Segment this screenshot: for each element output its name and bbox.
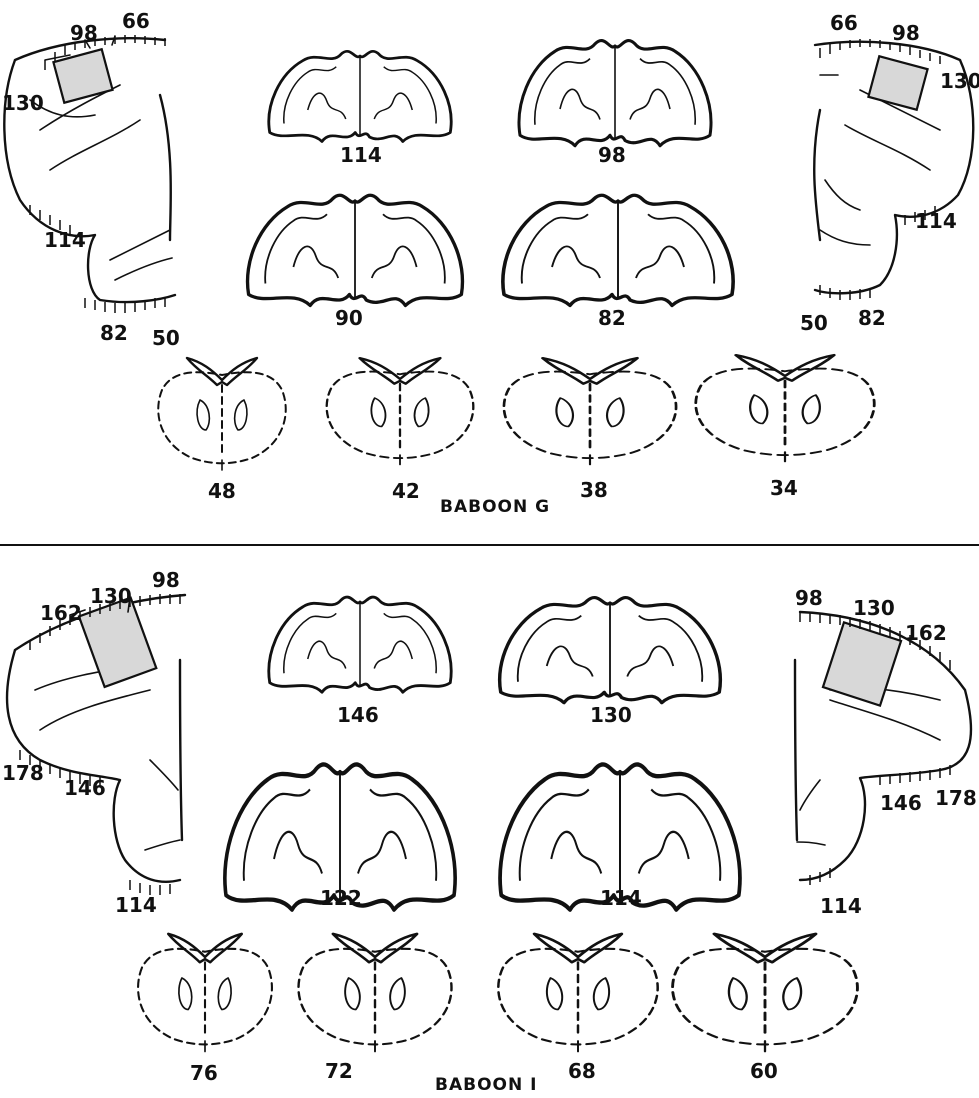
baboon-g-left-label-82: 82: [100, 321, 128, 345]
baboon-g-section-label-42: 42: [392, 479, 420, 503]
baboon-g-section-label-98: 98: [598, 143, 626, 167]
baboon-i-title: BABOON I: [435, 1075, 537, 1095]
baboon-g-right-label-66: 66: [830, 11, 858, 35]
baboon-i-section-label-122: 122: [320, 886, 362, 910]
baboon-g-section-label-38: 38: [580, 478, 608, 502]
baboon-g-section-label-34: 34: [770, 476, 798, 500]
baboon-g-right-label-50: 50: [800, 311, 828, 335]
baboon-g-left-label-50: 50: [152, 326, 180, 350]
baboon-g-section-114: [269, 51, 451, 141]
baboon-i-right-label-98: 98: [795, 586, 823, 610]
baboon-i-section-72: [299, 934, 452, 1052]
baboon-g-section-82: [503, 195, 733, 305]
baboon-i-section-60: [673, 934, 858, 1052]
baboon-g-section-label-48: 48: [208, 479, 236, 503]
baboon-i-left-label-98: 98: [152, 568, 180, 592]
baboon-g-section-48: [158, 358, 286, 470]
baboon-g-left-label-130: 130: [2, 91, 44, 115]
baboon-i-left-label-114: 114: [115, 893, 157, 917]
baboon-i-section-130: [500, 598, 721, 703]
baboon-g-section-42: [327, 358, 474, 464]
baboon-g-left-hemisphere: [4, 35, 175, 313]
baboon-i-left-hemisphere: [7, 594, 185, 895]
baboon-i-left-label-178: 178: [2, 761, 44, 785]
baboon-i-right-label-178: 178: [935, 786, 977, 810]
baboon-i-section-146: [269, 597, 451, 692]
baboon-g-left-label-66: 66: [122, 9, 150, 33]
baboon-i-section-76: [138, 934, 272, 1052]
baboon-g-section-label-82: 82: [598, 306, 626, 330]
baboon-g-right-label-82: 82: [858, 306, 886, 330]
baboon-i-section-label-146: 146: [337, 703, 379, 727]
baboon-g-section-38: [504, 358, 676, 464]
baboon-i-left-label-162: 162: [40, 601, 82, 625]
baboon-i-section-label-68: 68: [568, 1059, 596, 1083]
baboon-i-section-label-72: 72: [325, 1059, 353, 1083]
baboon-g-section-label-114: 114: [340, 143, 382, 167]
baboon-g-title: BABOON G: [440, 497, 550, 517]
baboon-g-section-34: [696, 355, 875, 461]
baboon-g-section-98: [519, 41, 711, 146]
baboon-i-section-68: [498, 934, 657, 1052]
baboon-i-left-label-130: 130: [90, 584, 132, 608]
baboon-g-right-label-114: 114: [915, 209, 957, 233]
baboon-i-right-hemisphere: [795, 612, 971, 885]
baboon-i-section-label-76: 76: [190, 1061, 218, 1085]
baboon-i-left-label-146: 146: [64, 776, 106, 800]
baboon-i-right-label-146: 146: [880, 791, 922, 815]
baboon-g-right-label-98: 98: [892, 21, 920, 45]
baboon-g-left-label-98: 98: [70, 21, 98, 45]
baboon-i-right-label-162: 162: [905, 621, 947, 645]
baboon-g-left-label-114: 114: [44, 228, 86, 252]
baboon-i-section-label-60: 60: [750, 1059, 778, 1083]
baboon-g-right-label-130: 130: [940, 69, 979, 93]
baboon-i-section-label-130: 130: [590, 703, 632, 727]
baboon-i-right-label-114: 114: [820, 894, 862, 918]
baboon-i-section-label-114: 114: [600, 886, 642, 910]
baboon-i-right-label-130: 130: [853, 596, 895, 620]
baboon-g-section-label-90: 90: [335, 306, 363, 330]
baboon-g-section-90: [248, 195, 463, 305]
